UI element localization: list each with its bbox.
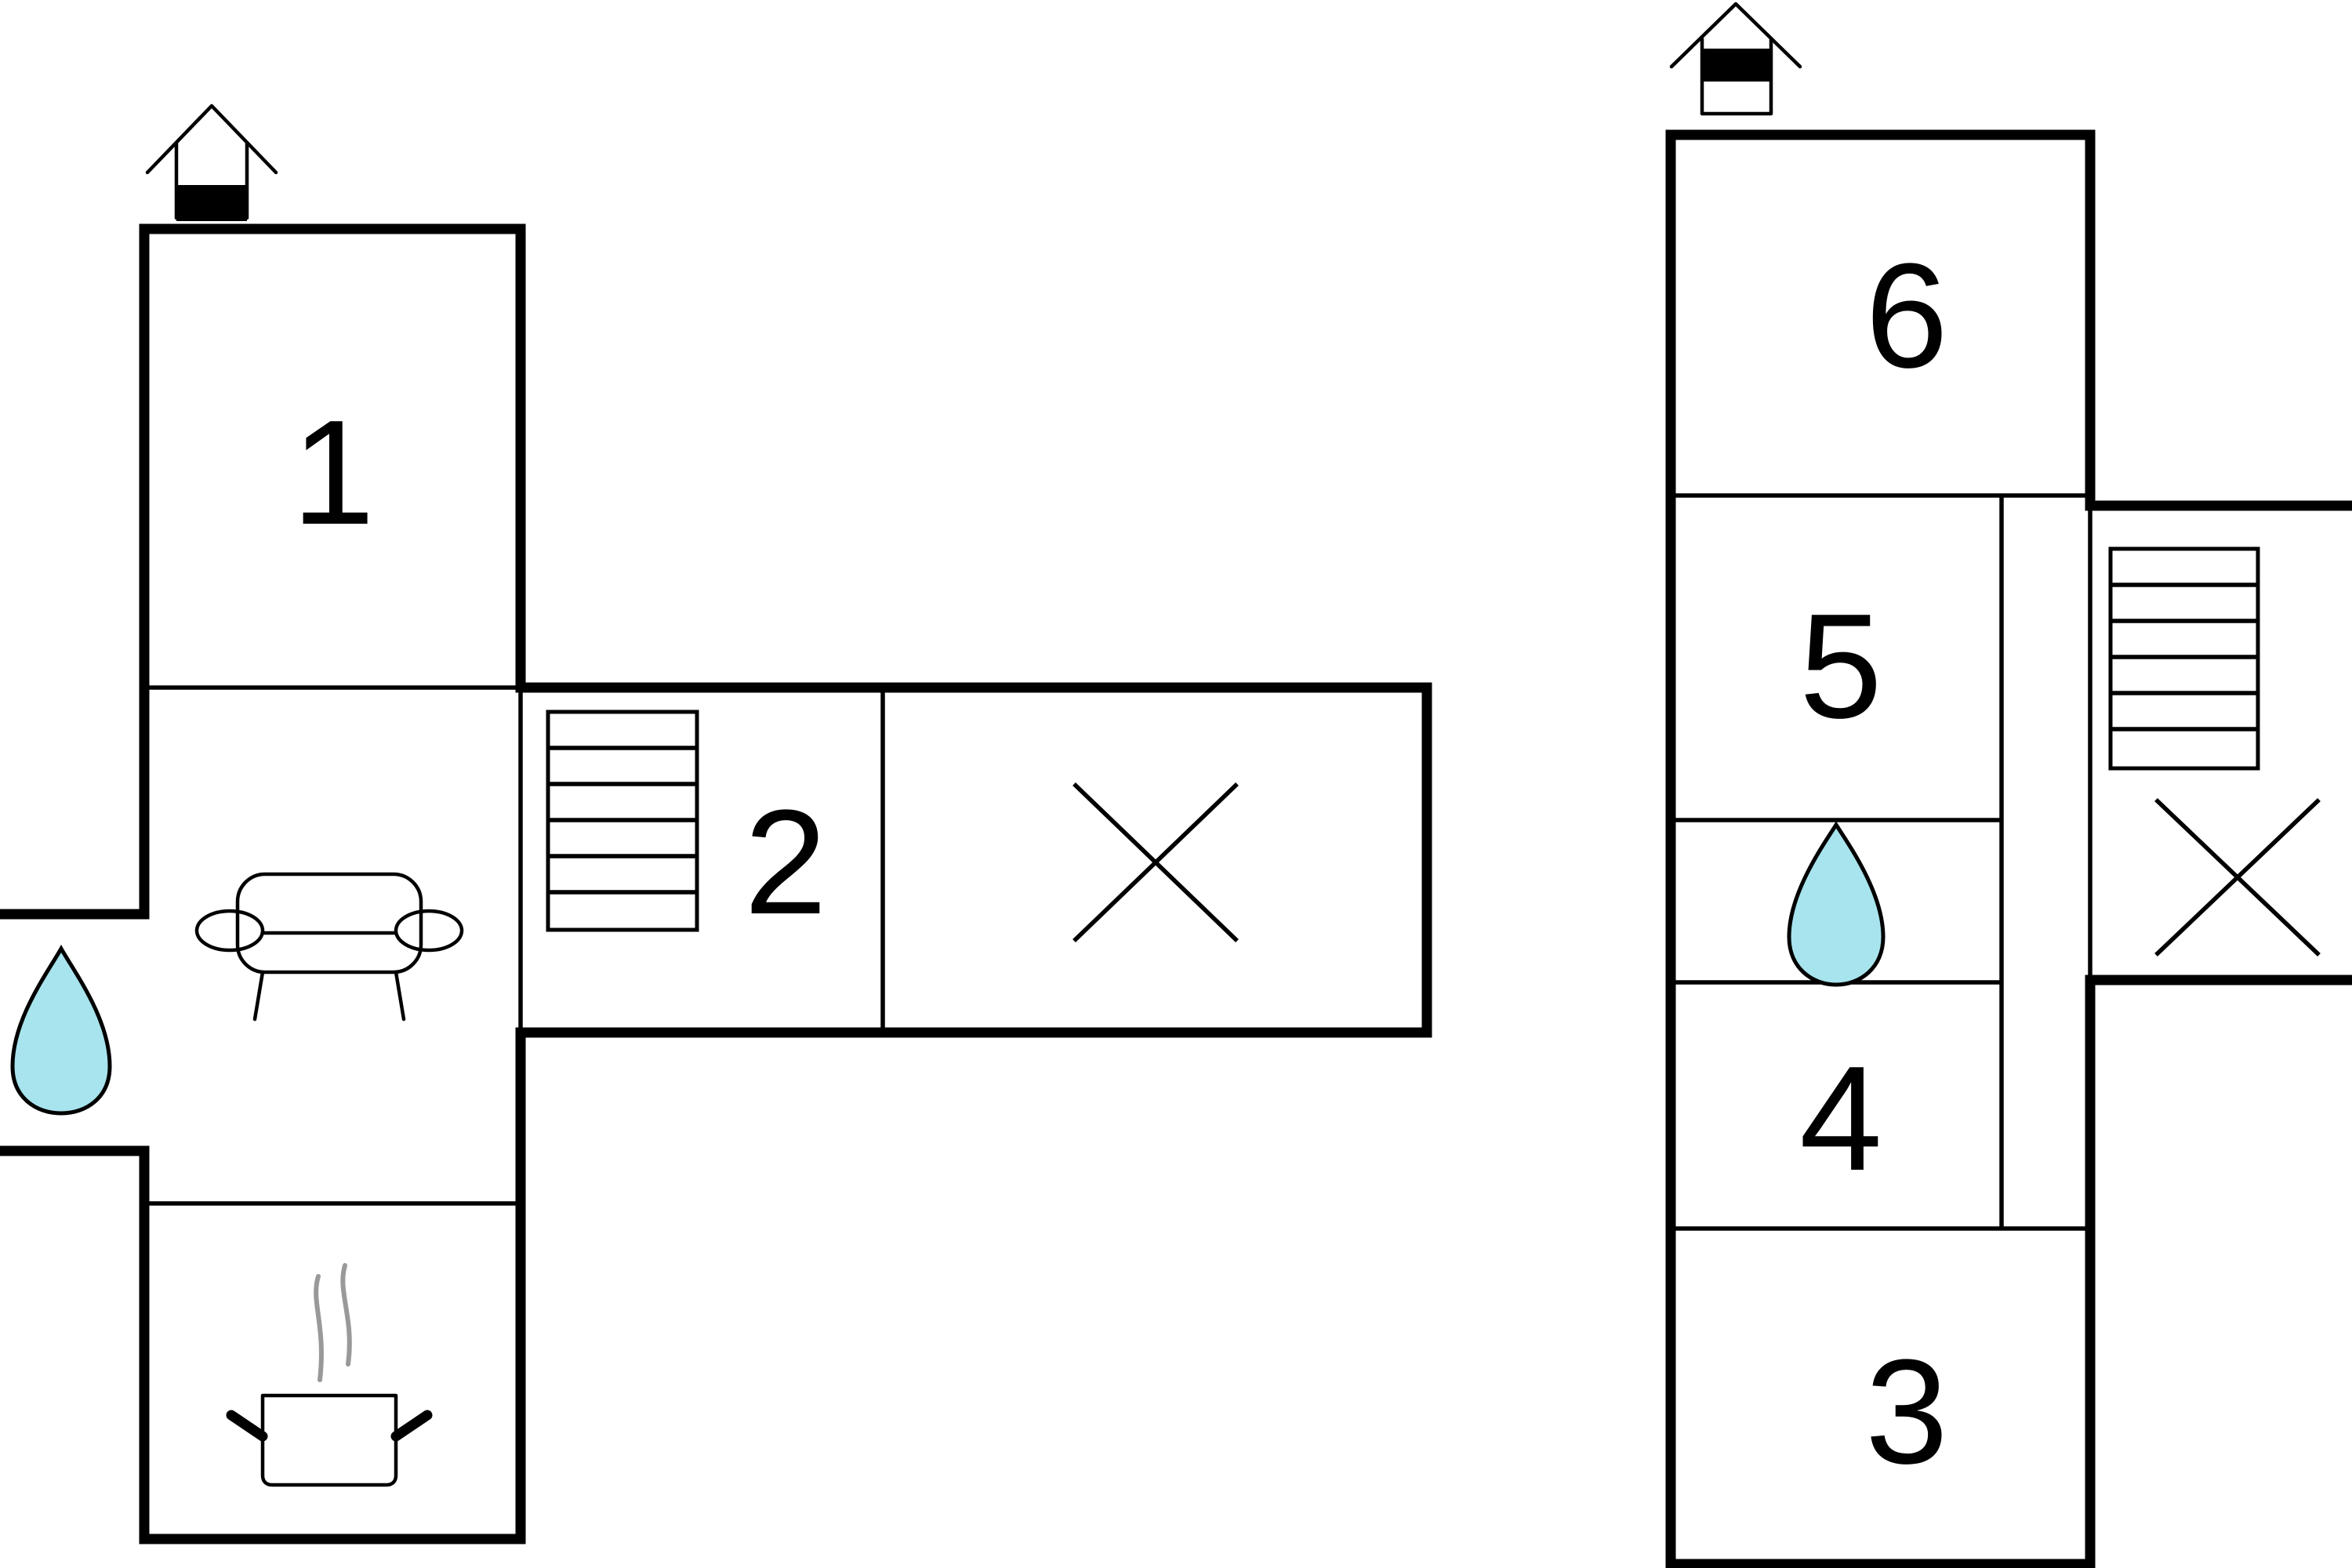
stairs-icon xyxy=(546,710,699,932)
outer-wall-left xyxy=(0,223,1432,1544)
room-number: 3 xyxy=(1865,1329,1948,1495)
water-drop-icon xyxy=(1787,821,1886,987)
floor-plan-left: 1 2 xyxy=(0,103,1432,1544)
room-number: 6 xyxy=(1865,233,1948,399)
cross-mark-icon xyxy=(2154,798,2321,956)
house-entrance-icon xyxy=(1669,2,1802,116)
outer-wall-right xyxy=(1665,129,2352,511)
cross-mark-icon xyxy=(1073,782,1239,942)
sofa-icon xyxy=(194,872,464,1022)
water-drop-icon xyxy=(10,944,112,1116)
stairs-icon xyxy=(2108,546,2260,771)
floor-plan-right: 6 5 4 3 xyxy=(1665,2,2352,1568)
outer-wall-right-lower xyxy=(1665,129,2352,1568)
house-entrance-icon xyxy=(145,103,278,221)
room-number: 2 xyxy=(744,779,827,946)
room-number: 5 xyxy=(1799,583,1882,750)
outer-wall-left-notch xyxy=(0,223,150,920)
room-number: 4 xyxy=(1799,1036,1882,1202)
room-number: 1 xyxy=(292,390,375,556)
cooking-pot-icon xyxy=(226,1263,433,1487)
